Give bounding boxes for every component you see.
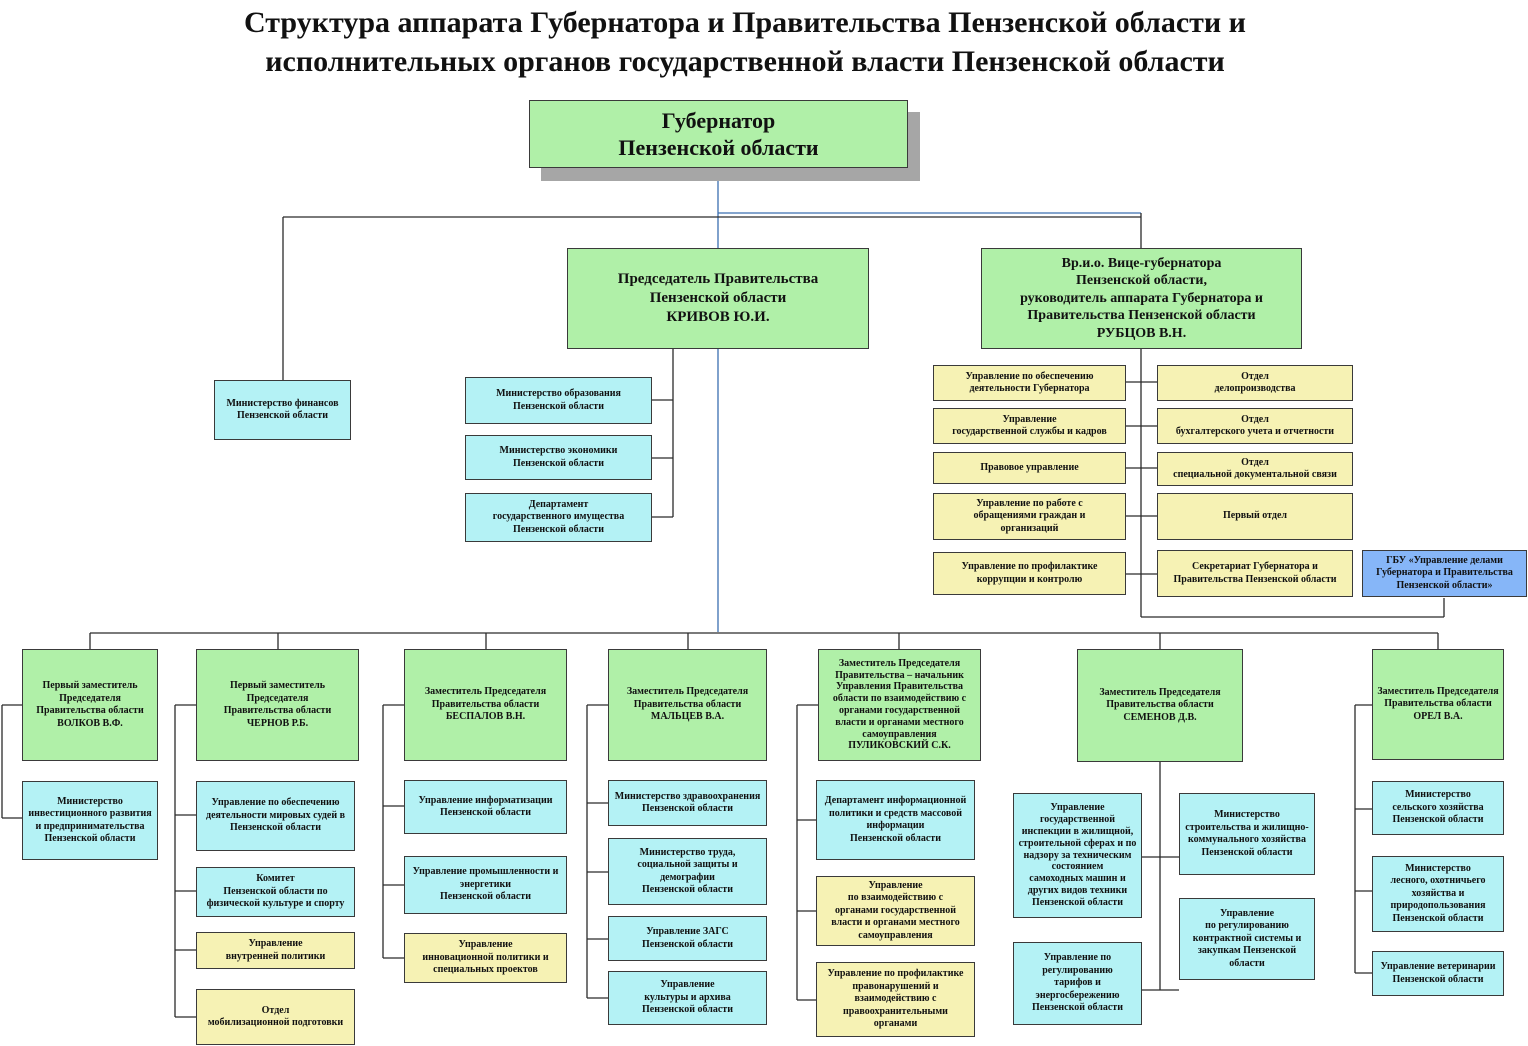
deputy-head-label: Первый заместитель Председателя Правител… (36, 680, 144, 729)
deputy-unit-label: Министерство труда, социальной защиты и … (637, 846, 738, 896)
deputy-unit: Министерство здравоохранения Пензенской … (608, 780, 767, 826)
chairman-unit: Министерство экономики Пензенской област… (465, 435, 652, 480)
deputy-unit-label: Управление по профилактике правонарушени… (827, 968, 964, 1030)
deputy-unit-label: Министерство сельского хозяйства Пензенс… (1392, 789, 1484, 826)
deputy-unit: Министерство труда, социальной защиты и … (608, 838, 767, 905)
deputy-unit-label: Управление по регулированию тарифов и эн… (1031, 952, 1123, 1014)
deputy-unit: Департамент информационной политики и ср… (816, 780, 975, 860)
deputy-unit-label: Министерство лесного, охотничьего хозяйс… (1390, 862, 1486, 924)
apparatus-right-unit: Секретариат Губернатора и Правительства … (1157, 550, 1353, 597)
deputy-unit: Управление ветеринарии Пензенской област… (1372, 951, 1504, 996)
apparatus-unit-label: Первый отдел (1222, 510, 1287, 522)
deputy-head-label: Первый заместитель Председателя Правител… (223, 680, 332, 729)
apparatus-unit-label: Правовое управление (980, 461, 1079, 473)
apparatus-unit-label: Управление государственной службы и кадр… (952, 413, 1107, 438)
apparatus-unit-label: Отдел специальной документальной связи (1173, 456, 1337, 481)
chairman-unit-label: Министерство образования Пензенской обла… (496, 388, 621, 412)
min-finance-box: Министерство финансов Пензенской области (214, 380, 351, 440)
apparatus-left-unit: Управление по работе с обращениями гражд… (933, 493, 1126, 540)
apparatus-left-unit: Управление государственной службы и кадр… (933, 408, 1126, 444)
deputy-unit-label: Управление по регулированию контрактной … (1192, 907, 1302, 969)
apparatus-left-unit: Управление по обеспечению деятельности Г… (933, 365, 1126, 401)
deputy-unit: Управление по взаимодействию с органами … (816, 876, 975, 946)
chairman-unit: Департамент государственного имущества П… (465, 493, 652, 542)
vice-governor-box: Вр.и.о. Вице-губернатора Пензенской обла… (981, 248, 1302, 349)
deputy-unit: Управление ЗАГС Пензенской области (608, 916, 767, 961)
deputy-unit: Министерство сельского хозяйства Пензенс… (1372, 781, 1504, 835)
deputy-unit-label: Управление промышленности и энергетики П… (412, 866, 559, 903)
deputy-unit: Управление по регулированию тарифов и эн… (1013, 942, 1142, 1025)
apparatus-left-unit: Управление по профилактике коррупции и к… (933, 552, 1126, 595)
apparatus-unit-label: Управление по профилактике коррупции и к… (961, 561, 1098, 585)
deputy-unit-label: Управление по взаимодействию с органами … (831, 879, 960, 941)
deputy-unit: Управление государственной инспекции в ж… (1013, 793, 1142, 918)
deputy-unit-label: Департамент информационной политики и ср… (824, 795, 967, 844)
deputy-unit: Управление инновационной политики и спец… (404, 933, 567, 983)
deputy-unit: Министерство лесного, охотничьего хозяйс… (1372, 856, 1504, 932)
deputy-unit: Управление по регулированию контрактной … (1179, 898, 1315, 980)
gbu-label: ГБУ «Управление делами Губернатора и Пра… (1376, 554, 1513, 591)
chairman-label: Председатель Правительства Пензенской об… (617, 271, 819, 325)
deputy-head-label: Заместитель Председателя Правительства о… (1099, 686, 1221, 723)
apparatus-unit-label: Секретариат Губернатора и Правительства … (1173, 561, 1337, 585)
deputy-unit-label: Министерство инвестиционного развития и … (28, 795, 152, 845)
chairman-unit-label: Департамент государственного имущества П… (492, 498, 625, 535)
governor-label: Губернатор Пензенской области (618, 107, 819, 161)
apparatus-right-unit: Отдел делопроизводства (1157, 365, 1353, 401)
deputy-orel-box: Заместитель Председателя Правительства о… (1372, 649, 1504, 760)
apparatus-unit-label: Управление по обеспечению деятельности Г… (965, 370, 1094, 395)
deputy-semenov-box: Заместитель Председателя Правительства о… (1077, 649, 1243, 762)
apparatus-right-unit: Первый отдел (1157, 493, 1353, 540)
deputy-unit: Управление внутренней политики (196, 932, 355, 969)
deputy-unit: Управление культуры и архива Пензенской … (608, 971, 767, 1025)
deputy-unit-label: Управление ветеринарии Пензенской област… (1380, 961, 1496, 985)
page-title-line1: Структура аппарата Губернатора и Правите… (244, 6, 1246, 39)
deputy-unit: Управление информатизации Пензенской обл… (404, 780, 567, 834)
deputy-unit-label: Комитет Пензенской области по физической… (206, 873, 345, 910)
min-finance-label: Министерство финансов Пензенской области (226, 397, 339, 422)
deputy-head-label: Заместитель Председателя Правительства о… (1377, 685, 1499, 722)
deputy-unit-label: Управление культуры и архива Пензенской … (641, 979, 733, 1016)
vice-governor-label: Вр.и.о. Вице-губернатора Пензенской обла… (1020, 255, 1263, 341)
apparatus-unit-label: Управление по работе с обращениями гражд… (973, 497, 1086, 534)
deputy-unit-label: Управление по обеспечению деятельности м… (206, 797, 345, 834)
apparatus-right-unit: Отдел бухгалтерского учета и отчетности (1157, 408, 1353, 444)
deputy-unit-label: Управление внутренней политики (225, 938, 326, 962)
deputy-volkov-box: Первый заместитель Председателя Правител… (22, 649, 158, 761)
deputy-unit-label: Управление инновационной политики и спец… (422, 939, 549, 976)
deputy-head-label: Заместитель Председателя Правительства о… (626, 686, 749, 723)
apparatus-left-unit: Правовое управление (933, 452, 1126, 484)
apparatus-unit-label: Отдел бухгалтерского учета и отчетности (1175, 413, 1335, 438)
page-title-line2: исполнительных органов государственной в… (265, 45, 1225, 78)
deputy-unit-label: Управление государственной инспекции в ж… (1018, 802, 1137, 908)
deputy-unit: Управление промышленности и энергетики П… (404, 856, 567, 914)
deputy-unit: Отдел мобилизационной подготовки (196, 989, 355, 1045)
chairman-box: Председатель Правительства Пензенской об… (567, 248, 869, 349)
deputy-unit-label: Министерство здравоохранения Пензенской … (614, 790, 761, 815)
deputy-unit: Управление по обеспечению деятельности м… (196, 781, 355, 851)
deputy-unit: Министерство инвестиционного развития и … (22, 781, 158, 860)
gbu-box: ГБУ «Управление делами Губернатора и Пра… (1362, 550, 1527, 597)
deputy-bespalov-box: Заместитель Председателя Правительства о… (404, 649, 567, 761)
deputy-chernov-box: Первый заместитель Председателя Правител… (196, 649, 359, 761)
deputy-unit-label: Управление ЗАГС Пензенской области (641, 926, 733, 950)
chairman-unit: Министерство образования Пензенской обла… (465, 377, 652, 424)
apparatus-right-unit: Отдел специальной документальной связи (1157, 452, 1353, 486)
deputy-unit: Министерство строительства и жилищно- ко… (1179, 793, 1315, 875)
deputy-unit-label: Министерство строительства и жилищно- ко… (1185, 809, 1309, 858)
deputy-maltsev-box: Заместитель Председателя Правительства о… (608, 649, 767, 761)
deputy-unit-label: Управление информатизации Пензенской обл… (418, 794, 553, 819)
deputy-unit: Комитет Пензенской области по физической… (196, 867, 355, 917)
deputy-unit: Управление по профилактике правонарушени… (816, 962, 975, 1037)
deputy-pulikovsky-box: Заместитель Председателя Правительства –… (818, 649, 981, 761)
deputy-unit-label: Отдел мобилизационной подготовки (207, 1004, 344, 1029)
governor-box: Губернатор Пензенской области (529, 100, 908, 168)
apparatus-unit-label: Отдел делопроизводства (1214, 370, 1296, 395)
deputy-head-label: Заместитель Председателя Правительства –… (832, 657, 967, 752)
deputy-head-label: Заместитель Председателя Правительства о… (424, 686, 547, 723)
chairman-unit-label: Министерство экономики Пензенской област… (499, 445, 618, 469)
